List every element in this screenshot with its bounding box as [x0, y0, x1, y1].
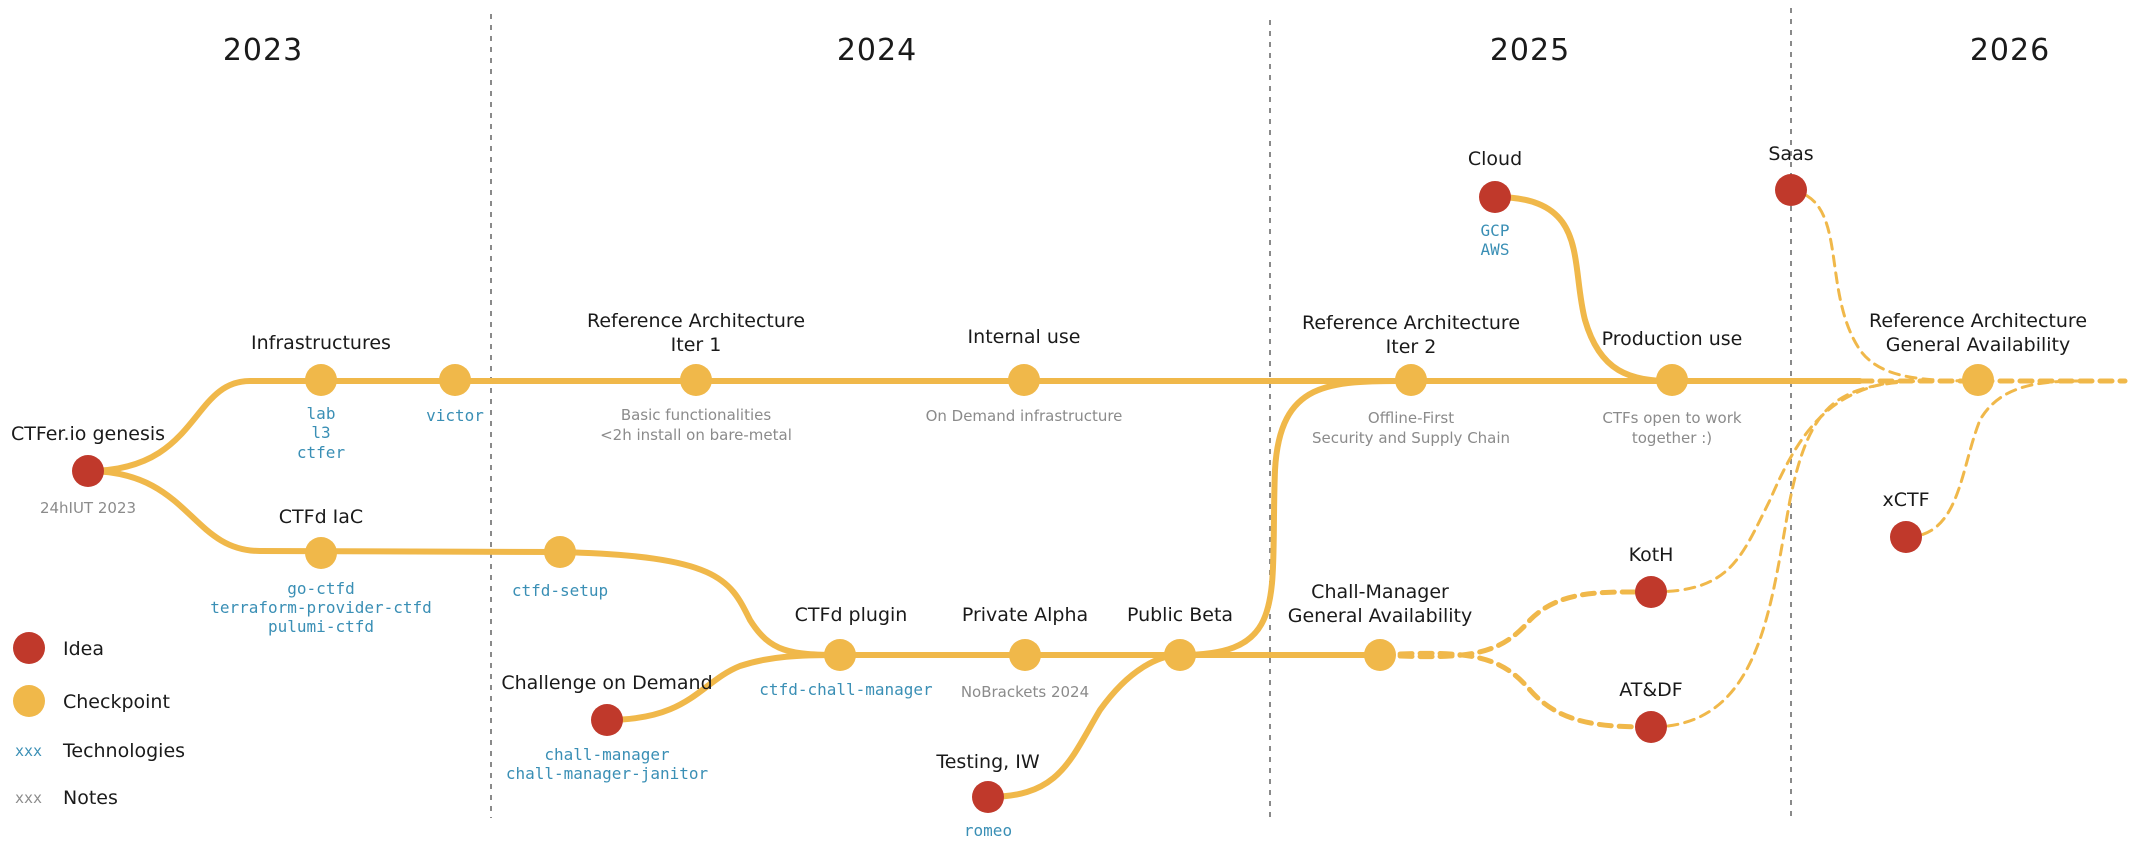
dashed-paths — [1377, 188, 2128, 730]
label-ref-arch-ga-line2: General Availability — [1886, 334, 2070, 356]
year-2026: 2026 — [1970, 33, 2050, 68]
label-production-use: Production use — [1602, 328, 1743, 350]
label-cloud: Cloud — [1468, 148, 1522, 170]
label-ctfd-plugin: CTFd plugin — [795, 604, 908, 626]
legend-checkpoint-label: Checkpoint — [63, 691, 170, 713]
tech-ctfd-setup: ctfd-setup — [512, 581, 608, 600]
label-ref-arch-iter1-line1: Reference Architecture — [587, 310, 805, 332]
node-koth — [1635, 576, 1667, 608]
path-atdf-ga — [1649, 379, 1922, 729]
tech-terraform-provider-ctfd: terraform-provider-ctfd — [210, 598, 432, 617]
tech-gcp: GCP — [1481, 221, 1510, 240]
node-atdf — [1635, 711, 1667, 743]
note-genesis: 24hIUT 2023 — [40, 499, 136, 517]
node-ref-arch-iter1 — [680, 364, 712, 396]
year-2023: 2023 — [223, 33, 303, 68]
label-koth: KotH — [1629, 544, 1674, 566]
path-testing — [985, 652, 1183, 800]
tech-aws: AWS — [1481, 240, 1510, 259]
note-ref-arch-iter2-line2: Security and Supply Chain — [1312, 429, 1510, 447]
node-challenge-on-demand — [591, 704, 623, 736]
note-private-alpha: NoBrackets 2024 — [961, 683, 1089, 701]
node-cloud — [1479, 181, 1511, 213]
path-genesis-main — [85, 378, 1863, 474]
label-genesis: CTFer.io genesis — [11, 423, 165, 445]
label-chall-manager-ga-line2: General Availability — [1288, 605, 1472, 627]
path-cloud — [1492, 194, 1675, 384]
year-2024: 2024 — [837, 33, 917, 68]
path-koth-ga — [1649, 379, 1902, 594]
tech-victor: victor — [426, 406, 484, 425]
path-saas-ga — [1789, 188, 1980, 383]
tech-l3: l3 — [311, 423, 330, 442]
note-production-use-line1: CTFs open to work — [1602, 409, 1741, 427]
node-genesis — [72, 455, 104, 487]
node-testing-iw — [972, 781, 1004, 813]
note-ref-arch-iter1-line2: <2h install on bare-metal — [600, 426, 792, 444]
path-beta-to-ref2 — [1177, 377, 1413, 658]
tech-pulumi-ctfd: pulumi-ctfd — [268, 617, 374, 636]
path-chall-on-demand — [604, 652, 843, 723]
label-chall-manager-ga-line1: Chall-Manager — [1311, 581, 1449, 603]
label-internal-use: Internal use — [968, 326, 1081, 348]
node-infrastructures — [305, 364, 337, 396]
tech-ctfd-chall-manager: ctfd-chall-manager — [759, 680, 933, 699]
legend-idea-marker — [13, 632, 45, 664]
node-public-beta — [1164, 639, 1196, 671]
node-internal-use — [1008, 364, 1040, 396]
legend-technologies-marker: xxx — [15, 742, 42, 760]
label-ref-arch-iter2-line2: Iter 2 — [1386, 336, 1437, 358]
tech-romeo: romeo — [964, 821, 1012, 840]
node-ref-arch-iter2 — [1395, 364, 1427, 396]
solid-paths — [85, 194, 1863, 800]
legend-idea-label: Idea — [63, 638, 104, 660]
path-cm-atdf — [1377, 650, 1654, 730]
legend-notes-marker: xxx — [15, 789, 42, 807]
label-challenge-on-demand: Challenge on Demand — [501, 672, 712, 694]
node-ref-arch-ga — [1962, 364, 1994, 396]
path-genesis-iac — [85, 468, 1383, 658]
label-testing-iw: Testing, IW — [935, 751, 1039, 773]
node-xctf — [1890, 521, 1922, 553]
tech-go-ctfd: go-ctfd — [287, 579, 354, 598]
legend-notes-label: Notes — [63, 787, 118, 809]
label-ref-arch-ga-line1: Reference Architecture — [1869, 310, 2087, 332]
label-public-beta: Public Beta — [1127, 604, 1233, 626]
node-production-use — [1656, 364, 1688, 396]
node-saas — [1775, 174, 1807, 206]
note-ref-arch-iter1-line1: Basic functionalities — [621, 406, 772, 424]
label-xctf: xCTF — [1882, 489, 1929, 511]
tech-ctfer: ctfer — [297, 443, 346, 462]
label-saas: Saas — [1768, 143, 1813, 165]
tech-lab: lab — [307, 404, 336, 423]
label-ref-arch-iter1-line2: Iter 1 — [671, 334, 722, 356]
legend: Idea Checkpoint xxx Technologies xxx Not… — [13, 632, 185, 809]
note-internal-use: On Demand infrastructure — [926, 407, 1123, 425]
year-2025: 2025 — [1490, 33, 1570, 68]
tech-chall-manager: chall-manager — [544, 745, 670, 764]
path-xctf-ga — [1904, 379, 2082, 539]
note-ref-arch-iter2-line1: Offline-First — [1368, 409, 1454, 427]
label-atdf: AT&DF — [1619, 679, 1683, 701]
label-private-alpha: Private Alpha — [962, 604, 1088, 626]
node-ctfd-iac — [305, 537, 337, 569]
node-ctfd-setup — [544, 536, 576, 568]
tech-chall-manager-janitor: chall-manager-janitor — [506, 764, 709, 783]
note-production-use-line2: together :) — [1632, 429, 1712, 447]
path-cm-koth — [1377, 589, 1654, 660]
label-ctfd-iac: CTFd IaC — [279, 506, 363, 528]
node-ctfd-plugin — [824, 639, 856, 671]
node-private-alpha — [1009, 639, 1041, 671]
legend-checkpoint-marker — [13, 685, 45, 717]
label-ref-arch-iter2-line1: Reference Architecture — [1302, 312, 1520, 334]
legend-technologies-label: Technologies — [62, 740, 185, 762]
node-victor — [439, 364, 471, 396]
node-chall-manager-ga — [1364, 639, 1396, 671]
label-infrastructures: Infrastructures — [251, 332, 391, 354]
